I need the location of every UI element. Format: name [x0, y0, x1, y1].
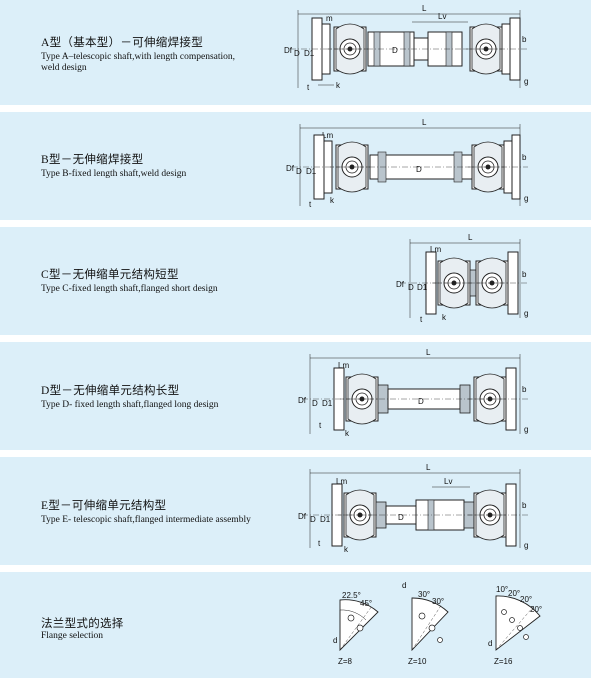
diagram-type-d: L Lm Df D D1 D b g t k	[298, 348, 528, 438]
dim-g: g	[524, 425, 528, 434]
dim-lm: Lm	[430, 245, 441, 254]
dim-k: k	[336, 81, 341, 90]
dim-t: t	[420, 315, 423, 324]
dim-d1: D1	[304, 49, 315, 58]
angle-label: 10°	[496, 585, 508, 594]
dim-d1: D1	[306, 167, 317, 176]
dim-t: t	[318, 539, 321, 548]
dim-lm: Lm	[322, 131, 333, 140]
z8-label: Z=8	[338, 657, 353, 666]
diagram-type-b: L Lm Df D D1 D b g t k	[286, 118, 528, 209]
dim-lm: Lm	[338, 361, 349, 370]
dim-lv: Lv	[438, 12, 446, 21]
dim-k: k	[345, 429, 350, 438]
angle-label: 20°	[508, 589, 520, 598]
dim-g: g	[524, 77, 528, 86]
diagram-type-c: L Lm Df D D1 b g t k	[396, 233, 528, 324]
dim-df: Df	[298, 396, 307, 405]
type-b-title: B型－无伸缩焊接型	[41, 154, 144, 166]
type-e-title: E型－可伸缩单元结构型	[41, 500, 167, 512]
dim-t: t	[309, 200, 312, 209]
dim-m: m	[326, 14, 333, 23]
angle-label: 45°	[360, 599, 372, 608]
dim-lv: Lv	[444, 477, 452, 486]
type-a-desc-line2: weld design	[41, 63, 87, 73]
angle-label: 20°	[520, 595, 532, 604]
dim-dr: D	[416, 165, 422, 174]
dim-d: D	[296, 167, 302, 176]
type-c-title: C型－无伸缩单元结构短型	[41, 269, 179, 281]
dim-t: t	[307, 83, 310, 92]
flange-desc: Flange selection	[41, 631, 103, 641]
dim-b: b	[522, 35, 527, 44]
dim-l: L	[426, 463, 431, 472]
diagram-type-e: L Lv Lm Df D D1 D b g t k	[298, 463, 528, 554]
dim-dr: D	[398, 513, 404, 522]
dim-l: L	[426, 348, 431, 357]
angle-label: 30°	[432, 597, 444, 606]
dim-d: D	[312, 399, 318, 408]
dim-g: g	[524, 194, 528, 203]
hole-d-label: d	[402, 581, 406, 590]
dim-df: Df	[284, 46, 293, 55]
dim-dr: D	[392, 46, 398, 55]
type-c-desc: Type C-fixed length shaft,flanged short …	[41, 284, 218, 294]
type-d-title: D型－无伸缩单元结构长型	[41, 385, 180, 397]
dim-k: k	[330, 196, 335, 205]
type-d-desc: Type D- fixed length shaft,flanged long …	[41, 400, 219, 410]
dim-b: b	[522, 501, 527, 510]
dim-d: D	[294, 49, 300, 58]
z16-label: Z=16	[494, 657, 513, 666]
angle-label: 30°	[418, 590, 430, 599]
dim-l: L	[422, 118, 427, 127]
dim-dr: D	[418, 397, 424, 406]
type-e-desc: Type E- telescopic shaft,flanged interme…	[41, 515, 251, 525]
dim-b: b	[522, 385, 527, 394]
dim-lm: Lm	[336, 477, 347, 486]
dim-d: D	[408, 283, 414, 292]
dim-l: L	[468, 233, 473, 242]
angle-label: 20°	[530, 605, 542, 614]
dim-df: Df	[286, 164, 295, 173]
dim-g: g	[524, 541, 528, 550]
dim-b: b	[522, 270, 527, 279]
flange-z8: 22.5° 45° d Z=8	[333, 591, 379, 666]
dim-l: L	[422, 4, 427, 13]
dim-k: k	[344, 545, 349, 554]
dim-df: Df	[298, 512, 307, 521]
type-a-title: A型（基本型）－可伸缩焊接型	[41, 37, 204, 49]
diagram-type-a: L Lv Df D D1 D m b	[284, 4, 528, 92]
dim-b: b	[522, 153, 527, 162]
flange-z16: 10° 20° 20° 20° d Z=16	[488, 585, 542, 666]
angle-label: 22.5°	[342, 591, 361, 600]
hole-d-label: d	[488, 639, 492, 648]
dim-d: D	[310, 515, 316, 524]
dim-d1: D1	[417, 283, 428, 292]
dim-g: g	[524, 309, 528, 318]
dim-k: k	[442, 313, 447, 322]
dim-d1: D1	[322, 399, 333, 408]
flange-z10: 30° 30° d Z=10	[402, 581, 449, 666]
type-a-desc-line1: Type A–telescopic shaft,with length comp…	[41, 52, 236, 62]
dim-d1: D1	[320, 515, 331, 524]
hole-d-label: d	[333, 636, 337, 645]
z10-label: Z=10	[408, 657, 427, 666]
panel-flange	[0, 572, 591, 678]
type-b-desc: Type B-fixed length shaft,weld design	[41, 169, 187, 179]
dim-df: Df	[396, 280, 405, 289]
flange-title: 法兰型式的选择	[41, 618, 124, 630]
dim-t: t	[319, 421, 322, 430]
